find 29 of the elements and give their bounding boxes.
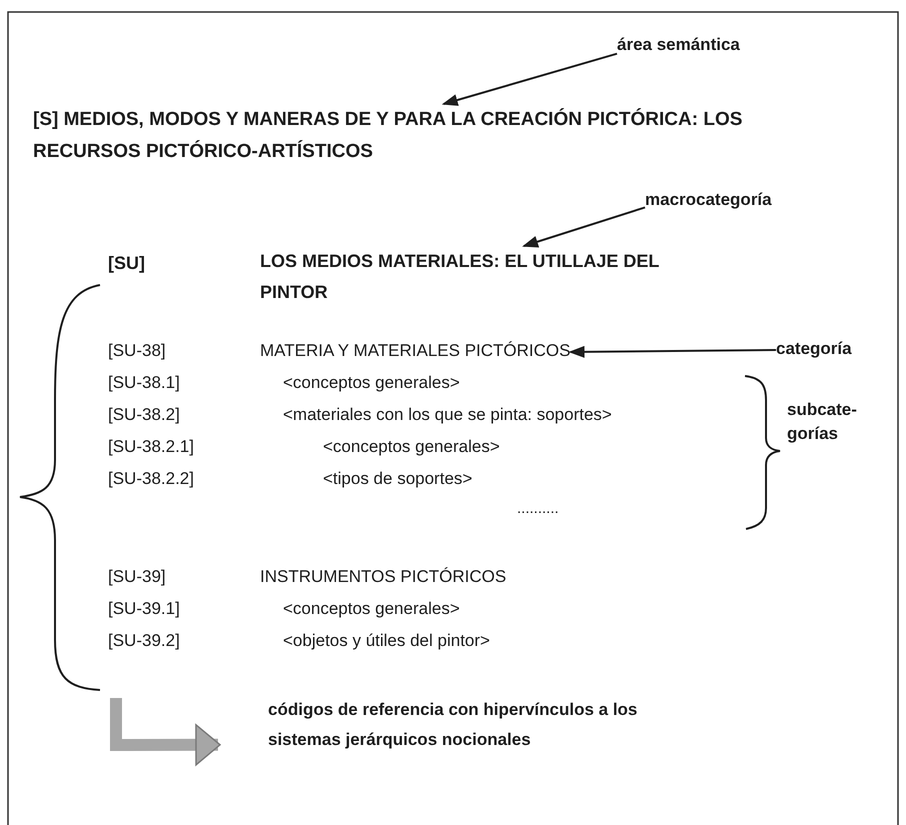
arrow — [522, 206, 646, 248]
subcategory-text: <conceptos generales> — [283, 372, 460, 394]
heading: [S] MEDIOS, MODOS Y MANERAS DE Y PARA LA CREACIÓN PICTÓRICA: LOS RECURSOS PICTÓRICO-ARTÍSTICOS — [33, 104, 773, 168]
code-label: [SU-39.1] — [108, 598, 180, 620]
subcategory-text: <materiales con los que se pinta: soportes> — [283, 404, 612, 426]
block-arrow — [110, 698, 221, 766]
code-label: [SU-38.1] — [108, 372, 180, 394]
subcategory-text: <conceptos generales> — [283, 598, 460, 620]
arrow — [442, 52, 618, 106]
code-label: [SU-39] — [108, 566, 166, 588]
annotation-label: área semántica — [617, 32, 740, 58]
subcategory-text: <conceptos generales> — [323, 436, 500, 458]
note-text: códigos de referencia con hipervínculos a los sistemas jerárquicos nocionales — [218, 695, 643, 755]
annotation-label: macrocategoría — [645, 187, 772, 212]
code-label: [SU-38] — [108, 340, 166, 362]
annotation-label: categoría — [776, 336, 852, 362]
code-label: [SU-38.2.1] — [108, 436, 194, 458]
code-label: [SU-39.2] — [108, 630, 180, 652]
code-label: [SU-38.2] — [108, 404, 180, 426]
code-label: [SU-38.2.2] — [108, 468, 194, 490]
subcategory-text: <tipos de soportes> — [323, 468, 472, 490]
macrocategory-title: LOS MEDIOS MATERIALES: EL UTILLAJE DEL PINTOR — [260, 246, 660, 308]
subcategory-text: <objetos y útiles del pintor> — [283, 630, 490, 652]
category-title: INSTRUMENTOS PICTÓRICOS — [260, 566, 506, 588]
annotation-label: subcate- gorías — [787, 399, 858, 445]
arrow — [568, 346, 776, 358]
ellipsis-dots: .......... — [517, 499, 559, 519]
code-label: [SU] — [108, 252, 145, 275]
category-title: MATERIA Y MATERIALES PICTÓRICOS — [260, 338, 570, 364]
